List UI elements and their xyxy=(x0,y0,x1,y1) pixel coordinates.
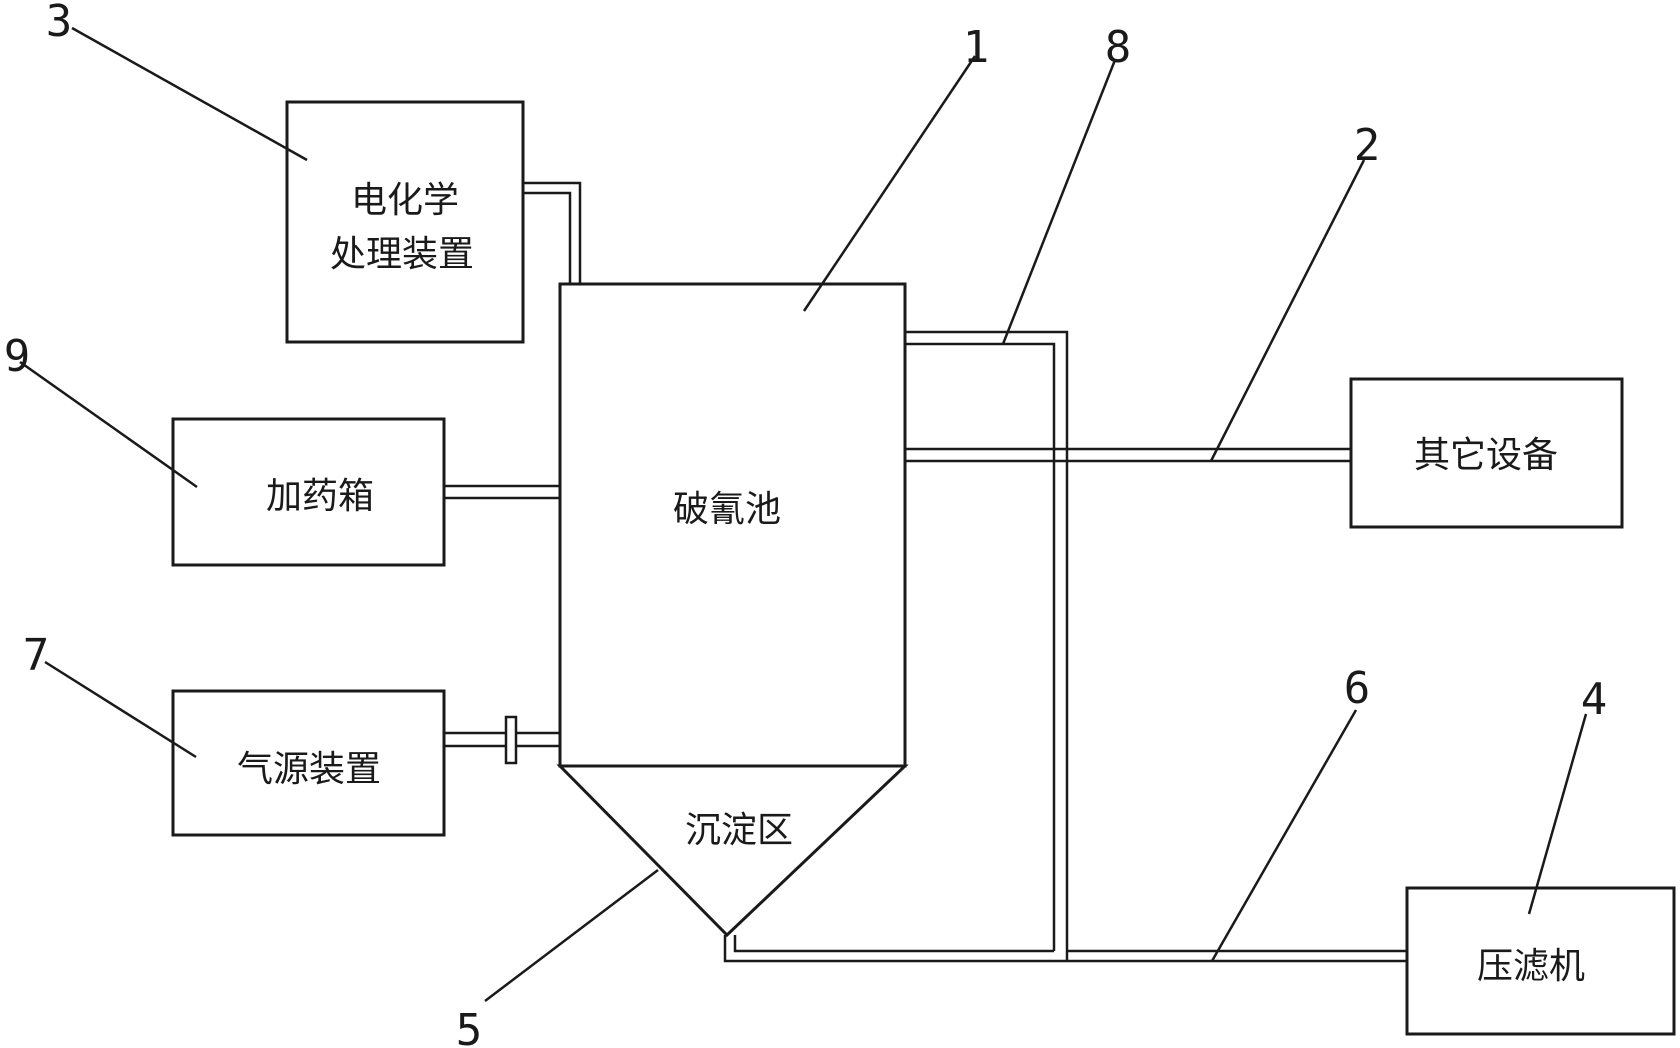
pipe-dosing-to-tank xyxy=(444,484,560,500)
number-1: 1 xyxy=(963,22,990,73)
electrochemical-box xyxy=(285,100,525,344)
leader-1 xyxy=(802,55,977,312)
dosing-tank-box xyxy=(171,417,446,567)
filter-press-box xyxy=(1405,886,1676,1036)
pipe-sludge xyxy=(723,935,1407,963)
pipe-air-to-tank xyxy=(444,731,560,748)
leader-6 xyxy=(1210,709,1358,962)
leader-7 xyxy=(44,660,197,759)
number-5: 5 xyxy=(456,1005,483,1048)
number-3: 3 xyxy=(46,0,73,47)
reaction-tank-label: 破氰池 xyxy=(673,489,781,530)
pipe-tank-to-other-equipment xyxy=(905,447,1351,463)
leader-4 xyxy=(1527,713,1588,915)
air-source-box xyxy=(171,689,446,837)
leader-5 xyxy=(484,869,659,1002)
electrochemical-label-line1: 电化学 xyxy=(351,180,459,221)
number-4: 4 xyxy=(1581,674,1608,725)
leader-3 xyxy=(71,26,308,162)
number-9: 9 xyxy=(4,331,31,382)
valve-flange xyxy=(504,715,518,765)
sediment-zone-cone xyxy=(556,764,909,938)
number-6: 6 xyxy=(1344,663,1371,714)
sediment-zone-label: 沉淀区 xyxy=(685,810,793,851)
leader-9 xyxy=(19,360,198,489)
air-source-label: 气源装置 xyxy=(237,749,381,790)
number-7: 7 xyxy=(23,630,50,681)
other-equipment-label: 其它设备 xyxy=(1414,435,1558,476)
other-equipment-box xyxy=(1349,377,1624,529)
filter-press-label: 压滤机 xyxy=(1477,946,1585,987)
leader-2 xyxy=(1209,159,1366,462)
number-2: 2 xyxy=(1354,120,1381,171)
leader-8 xyxy=(1001,59,1117,345)
number-8: 8 xyxy=(1105,22,1132,73)
dosing-tank-label: 加药箱 xyxy=(266,476,374,517)
reaction-tank-body xyxy=(558,282,907,768)
electrochemical-label-line2: 处理装置 xyxy=(330,234,474,275)
pipe-return xyxy=(905,330,1069,961)
pipe-electrochemical-to-tank xyxy=(523,181,582,284)
